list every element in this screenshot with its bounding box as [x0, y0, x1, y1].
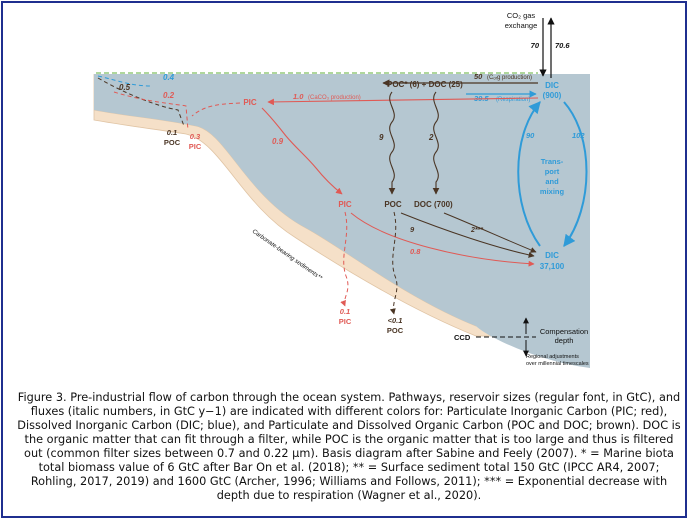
flux-0-4: 0.4 [163, 73, 175, 82]
dic-surface-pool: DIC [545, 81, 559, 90]
flux-0-8: 0.8 [410, 247, 421, 256]
transport-up-arrow [517, 101, 541, 247]
co2-label-line2: exchange [505, 21, 538, 30]
poc-bottom: POC [387, 326, 404, 335]
figure-caption: Figure 3. Pre-industrial flow of carbon … [17, 391, 681, 502]
flux-0-3: 0.3 [190, 132, 201, 141]
doc-to-dic-arrow [443, 212, 537, 253]
pic-surface-pool: PIC [243, 98, 257, 107]
flux-0-9: 0.9 [272, 137, 284, 146]
regional-label-2: over millennial timescales [526, 361, 589, 367]
flux-0-2: 0.2 [163, 91, 175, 100]
shelf-blue-dashed [97, 75, 152, 87]
pic-to-dic-arrow [350, 212, 535, 267]
compensation-label-2: depth [555, 336, 574, 345]
transport-line-2: port [545, 167, 560, 176]
flux-1-0: 1.0 [293, 92, 304, 101]
flux-9-left: 9 [379, 133, 384, 142]
dic-surface-size: (900) [543, 91, 562, 100]
doc-mid-pool: DOC (700) [414, 200, 453, 209]
transport-down-arrow [563, 101, 588, 247]
flux-102: 102 [572, 131, 585, 140]
pic-bottom: PIC [339, 317, 352, 326]
figure-frame: CO₂ gas exchange 70 70.6 0.4 0.5 0.2 POC… [1, 1, 687, 518]
co2-label-line1: CO₂ gas [507, 11, 536, 20]
poc-shelf: POC [164, 138, 181, 147]
caco3-production-arrow [267, 97, 539, 106]
flux-0-1-pic: 0.1 [340, 307, 350, 316]
caco3-production-label: (CaCO₃ production) [308, 95, 361, 101]
doc-export-wiggle [432, 91, 440, 195]
transport-line-3: and [545, 177, 559, 186]
ccd-label: CCD [454, 333, 471, 342]
poc-to-dic-arrow [400, 212, 535, 258]
dic-deep-pool: DIC [545, 251, 559, 260]
flux-0-5: 0.5 [119, 83, 131, 92]
poc-mid-pool: POC [384, 200, 402, 209]
corg-production-label: (Cₒᵣg production) [487, 75, 532, 81]
transport-line-4: mixing [540, 187, 565, 196]
regional-label-1: Regional adjustments [526, 354, 579, 360]
ocean-carbon-diagram: CO₂ gas exchange 70 70.6 0.4 0.5 0.2 POC… [93, 11, 590, 368]
respiration-label: (Respiration) [496, 97, 530, 103]
transport-line-1: Trans- [541, 157, 564, 166]
flux-50: 50 [474, 72, 483, 81]
pic-mid-pool: PIC [338, 200, 352, 209]
pic-export-wiggle [261, 107, 343, 195]
poc-doc-surface-pool: POC* (6) + DOC (25) [387, 80, 463, 89]
poc-bottom-dashed [389, 211, 398, 315]
poc-export-wiggle [388, 91, 396, 195]
flux-0-1-shelf: 0.1 [167, 128, 177, 137]
flux-lt-0-1: <0.1 [388, 316, 403, 325]
dic-deep-size: 37,100 [540, 262, 565, 271]
pic-bottom-dashed [340, 211, 349, 307]
flux-2-mid: 2*** [470, 227, 483, 234]
ocean-body [94, 74, 590, 368]
flux-70: 70 [531, 41, 540, 50]
pic-shelf: PIC [189, 142, 202, 151]
flux-70-6: 70.6 [555, 41, 570, 50]
flux-9-mid: 9 [410, 225, 415, 234]
compensation-label-1: Compensation [540, 327, 588, 336]
flux-90: 90 [526, 131, 535, 140]
pic-to-shelf-dashed [191, 102, 241, 117]
shelf-red-dashed [113, 91, 189, 131]
flux-2-left: 2 [428, 133, 434, 142]
